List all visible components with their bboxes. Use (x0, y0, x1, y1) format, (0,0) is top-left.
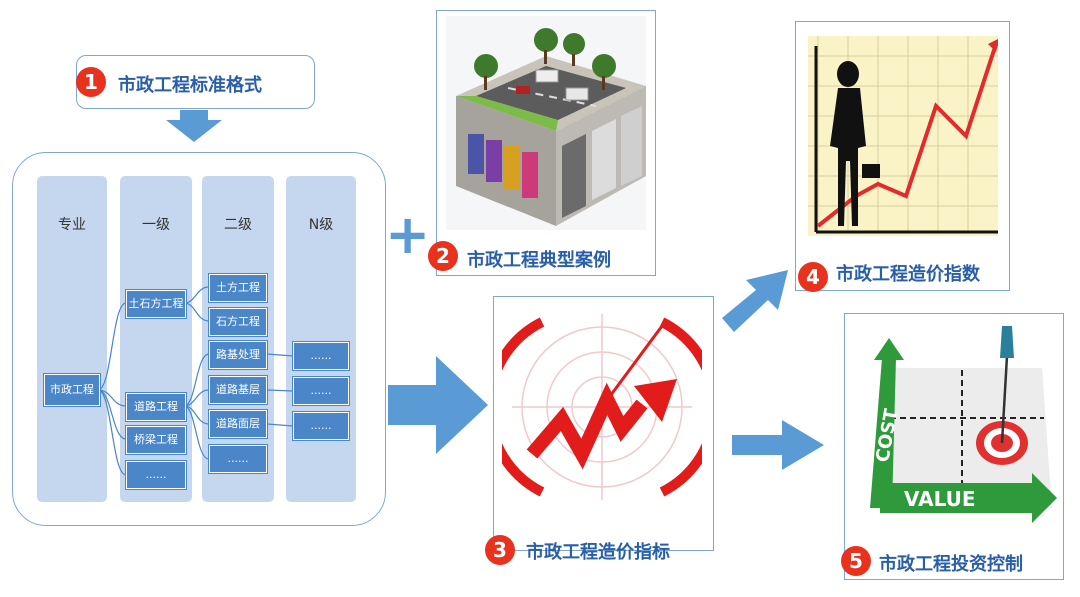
underground-structure-illustration (446, 16, 646, 230)
target-growth-icon (502, 314, 702, 500)
node-leveln-2: ...... (292, 376, 350, 406)
step-4-title: 市政工程造价指数 (836, 264, 980, 285)
node-level1-more: ...... (125, 460, 187, 490)
node-leveln-1: ...... (292, 341, 350, 371)
node-level1-bridge: 桥梁工程 (125, 425, 187, 455)
growth-chart-illustration (808, 36, 998, 236)
up-right-arrow-icon (722, 270, 788, 332)
column-level2-header: 二级 (224, 217, 252, 233)
step-5-badge: 5 (841, 546, 871, 576)
column-profession: 专业 (37, 176, 107, 502)
step-1-badge: 1 (76, 67, 106, 97)
column-level1-header: 一级 (142, 217, 170, 233)
step-5-title: 市政工程投资控制 (879, 554, 1023, 575)
node-level2-subgrade: 路基处理 (208, 340, 268, 370)
plus-icon: + (385, 203, 431, 266)
node-leveln-3: ...... (292, 411, 350, 441)
column-leveln-header: N级 (308, 217, 334, 233)
node-profession: 市政工程 (43, 373, 101, 407)
node-level2-rock: 石方工程 (208, 307, 268, 337)
value-axis-label: VALUE (904, 487, 976, 511)
right-arrow-to-control-icon (732, 420, 824, 470)
node-level1-road: 道路工程 (125, 392, 187, 422)
tree-connectors (97, 286, 294, 476)
step-3-badge: 3 (485, 535, 515, 565)
node-level2-more: ...... (208, 444, 268, 474)
node-level2-base: 道路基层 (208, 375, 268, 405)
column-profession-header: 专业 (58, 217, 86, 233)
node-level2-surface: 道路面层 (208, 409, 268, 439)
step-2-title: 市政工程典型案例 (467, 250, 611, 271)
down-arrow-icon (166, 110, 222, 142)
step-4-badge: 4 (798, 262, 828, 292)
step-1-title: 市政工程标准格式 (118, 75, 262, 96)
standard-format-header (76, 55, 315, 109)
cost-value-matrix-illustration: COST VALUE (870, 326, 1057, 523)
node-level1-earthwork: 土石方工程 (125, 289, 187, 319)
step-3-title: 市政工程造价指标 (526, 542, 670, 563)
step-2-badge: 2 (428, 241, 458, 271)
column-leveln: N级 (286, 176, 356, 502)
right-arrow-to-indicator-icon (388, 356, 488, 454)
node-level2-soil: 土方工程 (208, 273, 268, 303)
